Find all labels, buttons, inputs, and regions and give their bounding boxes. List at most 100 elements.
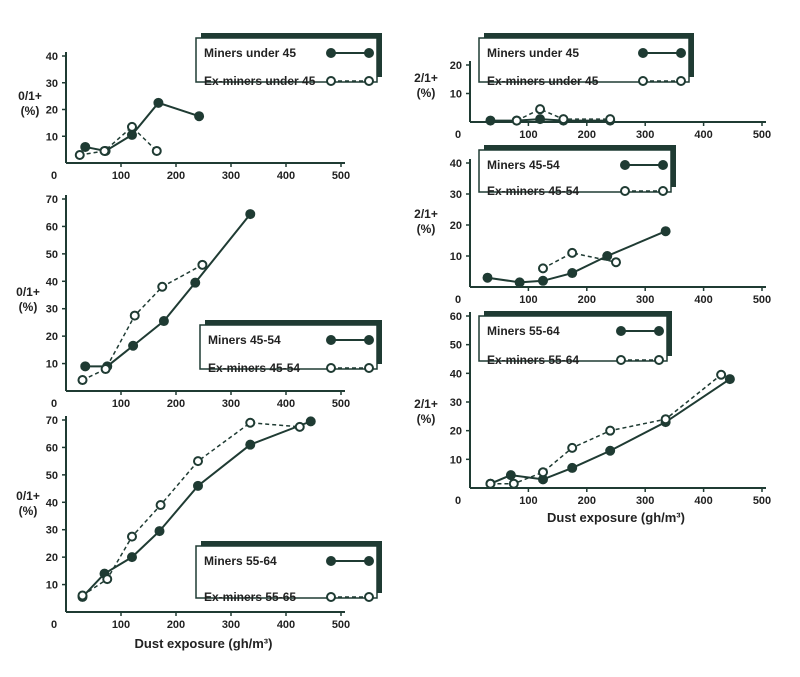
legend-marker <box>654 355 664 365</box>
legend-marker <box>658 186 668 196</box>
y-axis-label-line: 2/1+ <box>414 397 438 411</box>
x-tick-label: 200 <box>578 129 596 141</box>
data-point <box>80 141 91 152</box>
data-point <box>567 268 578 279</box>
data-point <box>535 104 546 115</box>
x-tick-label: 400 <box>277 619 295 631</box>
x-tick-label: 0 <box>51 398 57 410</box>
data-point <box>558 114 569 125</box>
data-point <box>102 574 113 585</box>
series-line-1 <box>85 101 200 153</box>
y-axis-label-line: 2/1+ <box>414 207 438 221</box>
legend-marker <box>654 326 664 336</box>
x-tick-label: 300 <box>222 398 240 410</box>
legend-label: Ex-miners 45-54 <box>487 184 579 198</box>
y-tick-label: 40 <box>46 276 58 288</box>
y-tick-label: 70 <box>46 194 58 206</box>
y-axis-label-line: (%) <box>417 86 436 100</box>
data-point <box>508 478 519 489</box>
x-axis-label: Dust exposure (gh/m³) <box>135 636 273 651</box>
y-tick-label: 10 <box>46 131 58 143</box>
data-point <box>538 263 548 274</box>
x-tick-label: 500 <box>332 398 350 410</box>
legend-box <box>478 37 690 83</box>
y-axis-label: 0/1+(%) <box>18 89 42 118</box>
y-tick-label: 50 <box>46 470 58 482</box>
y-tick-label: 30 <box>46 78 58 90</box>
legend-marker <box>326 76 336 86</box>
y-tick-label: 40 <box>450 368 462 380</box>
x-tick-label: 100 <box>519 495 537 507</box>
data-point <box>605 425 616 436</box>
data-point <box>127 121 137 132</box>
legend-label: Miners 55-64 <box>487 324 560 338</box>
legend-box <box>199 324 378 370</box>
y-tick-label: 10 <box>450 251 462 263</box>
y-tick-label: 10 <box>46 580 58 592</box>
legend-marker <box>326 592 336 602</box>
series-line-2 <box>79 125 158 156</box>
x-tick-label: 200 <box>578 495 596 507</box>
x-tick-label: 100 <box>519 129 537 141</box>
data-point <box>724 374 735 385</box>
data-point <box>245 209 256 220</box>
legend-marker <box>658 160 668 170</box>
x-tick-label: 200 <box>167 170 185 182</box>
data-point <box>245 417 256 428</box>
y-tick-label: 30 <box>46 525 58 537</box>
data-point <box>100 364 111 375</box>
data-point <box>99 145 110 156</box>
y-tick-label: 20 <box>450 60 462 72</box>
data-point <box>485 478 496 489</box>
x-tick-label: 500 <box>332 619 350 631</box>
legend-box <box>195 545 378 599</box>
x-tick-label: 0 <box>51 170 57 182</box>
y-tick-label: 10 <box>450 454 462 466</box>
y-tick-label: 30 <box>450 397 462 409</box>
data-point <box>157 281 168 292</box>
legend-marker <box>326 363 336 373</box>
y-axis-label-line: (%) <box>417 412 436 426</box>
x-tick-label: 200 <box>578 294 596 306</box>
legend-label: Miners under 45 <box>204 46 296 60</box>
series-line-1 <box>487 230 667 284</box>
y-axis-label-line: (%) <box>417 222 436 236</box>
y-axis-label: 2/1+(%) <box>414 397 438 426</box>
legend-marker <box>326 556 336 566</box>
data-point <box>611 257 621 268</box>
legend-marker <box>364 592 374 602</box>
legend-marker <box>620 160 630 170</box>
x-tick-label: 100 <box>112 170 130 182</box>
legend-marker <box>638 76 648 86</box>
legend-marker <box>676 76 686 86</box>
data-point <box>535 114 546 125</box>
data-point <box>482 272 493 283</box>
y-axis-label-line: (%) <box>19 504 38 518</box>
legend-label: Miners 45-54 <box>208 333 281 347</box>
series-line-2 <box>516 108 611 122</box>
x-axis-label: Dust exposure (gh/m³) <box>547 510 685 525</box>
legend-marker <box>364 335 374 345</box>
y-axis-label-line: 0/1+ <box>18 89 42 103</box>
legend-label: Miners 45-54 <box>487 158 560 172</box>
data-point <box>190 277 201 288</box>
y-tick-label: 70 <box>46 415 58 427</box>
y-tick-label: 50 <box>46 249 58 261</box>
y-tick-label: 30 <box>450 189 462 201</box>
legend-box <box>478 149 672 193</box>
data-point <box>127 129 137 140</box>
data-point <box>158 316 169 327</box>
legend-label: Ex-miners under 45 <box>204 74 316 88</box>
x-tick-label: 500 <box>332 170 350 182</box>
data-point <box>245 439 256 450</box>
x-tick-label: 0 <box>51 619 57 631</box>
x-tick-label: 400 <box>694 129 712 141</box>
x-tick-label: 300 <box>636 129 654 141</box>
legend-marker <box>364 76 374 86</box>
data-point <box>128 340 139 351</box>
data-point <box>151 145 162 156</box>
x-tick-label: 400 <box>277 398 295 410</box>
legend-marker <box>326 335 336 345</box>
